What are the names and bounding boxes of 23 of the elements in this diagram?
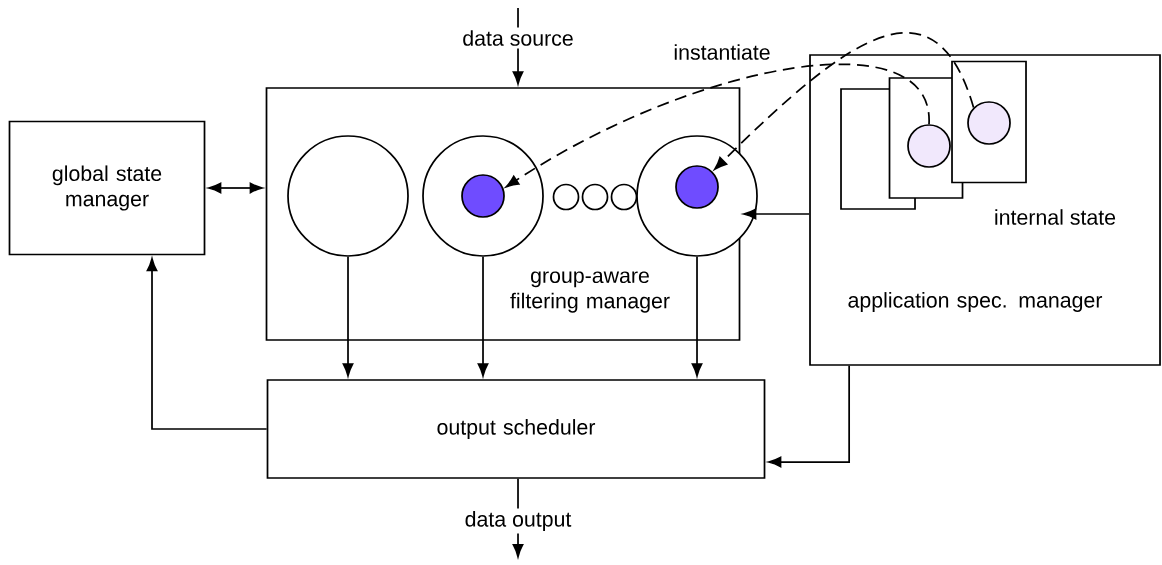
arrow [146,258,268,430]
arrow [714,32,975,170]
process-box: output scheduler [266,379,766,479]
circle [967,101,1011,145]
circle [610,183,638,211]
arrow [208,182,263,194]
arrow [505,63,930,188]
circle [552,183,580,211]
arrow [477,256,489,377]
arrow [768,365,850,468]
circle [287,135,409,257]
arrow [743,208,810,220]
edge-label: data source [459,27,577,49]
circle [907,124,951,168]
edge-label: data output [461,508,575,534]
label: instantiate [674,44,770,60]
circle [581,183,609,211]
circle [461,174,505,218]
arrow [691,256,703,377]
arrow [342,256,354,377]
node-label: internal state [995,209,1116,225]
circle [675,165,719,209]
process-box: global state manager [8,120,206,256]
